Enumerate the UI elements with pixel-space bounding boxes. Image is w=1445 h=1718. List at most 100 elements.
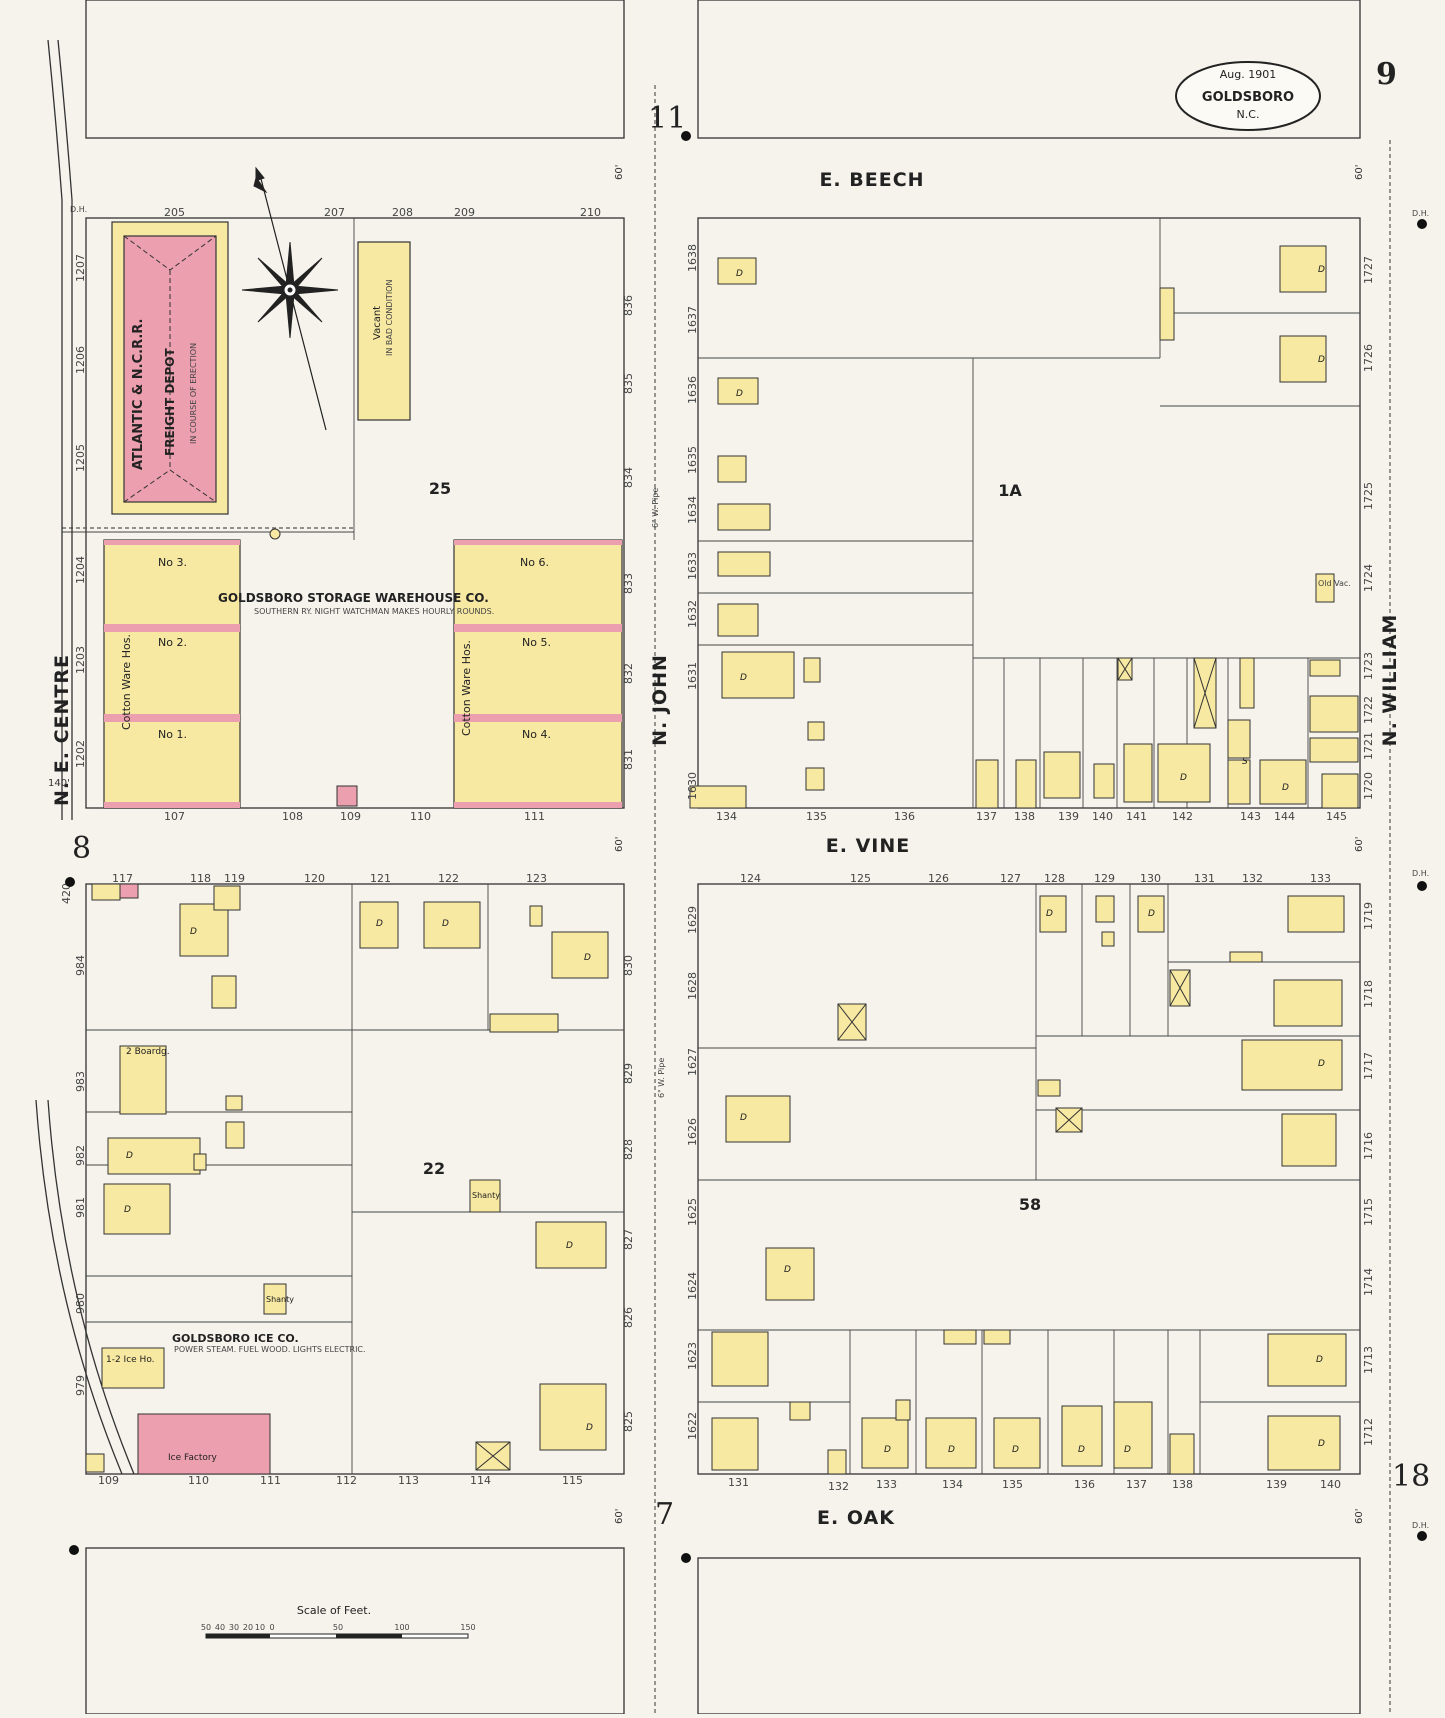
svg-text:210: 210 — [580, 206, 601, 219]
warehouse-no6 — [453, 539, 623, 629]
svg-text:D: D — [948, 1445, 955, 1455]
hydrant-label: D.H. — [1412, 869, 1429, 878]
svg-text:1720: 1720 — [1362, 772, 1375, 800]
svg-text:107: 107 — [164, 810, 185, 823]
svg-text:D: D — [124, 1205, 131, 1215]
svg-text:1628: 1628 — [686, 972, 699, 1000]
warehouse-no1 — [103, 717, 241, 809]
svg-text:208: 208 — [392, 206, 413, 219]
svg-text:142: 142 — [1172, 810, 1193, 823]
warehouse-no3 — [103, 539, 241, 629]
svg-text:1635: 1635 — [686, 446, 699, 474]
svg-text:829: 829 — [622, 1063, 635, 1084]
svg-text:982: 982 — [74, 1145, 87, 1166]
vacant-note-label: IN BAD CONDITION — [385, 280, 394, 356]
block-number-25: 25 — [429, 479, 451, 498]
svg-text:D: D — [126, 1151, 133, 1161]
svg-text:D: D — [190, 927, 197, 937]
svg-text:D: D — [1318, 1059, 1325, 1069]
svg-text:1713: 1713 — [1362, 1346, 1375, 1374]
svg-text:1638: 1638 — [686, 244, 699, 272]
svg-text:1624: 1624 — [686, 1272, 699, 1300]
svg-text:1723: 1723 — [1362, 652, 1375, 680]
svg-text:D: D — [740, 1113, 747, 1123]
street-e-vine: E. VINE — [826, 835, 910, 857]
svg-text:832: 832 — [622, 663, 635, 684]
svg-text:132: 132 — [1242, 872, 1263, 885]
svg-text:109: 109 — [98, 1474, 119, 1487]
street-width-label: 60' — [1354, 837, 1365, 852]
warehouse-note-label: SOUTHERN RY. NIGHT WATCHMAN MAKES HOURLY… — [254, 607, 494, 616]
street-width-label: 60' — [614, 1509, 625, 1524]
block-25-outline — [85, 217, 625, 809]
svg-text:110: 110 — [188, 1474, 209, 1487]
warehouse-no4-label: No 4. — [522, 728, 551, 741]
svg-text:1719: 1719 — [1362, 902, 1375, 930]
lot-lines — [62, 218, 1360, 1474]
svg-text:119: 119 — [224, 872, 245, 885]
svg-text:145: 145 — [1326, 810, 1347, 823]
block-number-22: 22 — [423, 1159, 445, 1178]
svg-text:1714: 1714 — [1362, 1268, 1375, 1296]
title-cartouche: Aug. 1901 GOLDSBORO N.C. — [1175, 61, 1321, 131]
block-1a-outline — [697, 217, 1361, 809]
hydrant-icon — [681, 131, 691, 141]
street-e-beech: E. BEECH — [819, 169, 924, 191]
compass-rose-icon — [241, 166, 339, 431]
dwelling-markers: D D D D D D D S D D D D D D D D D D D D … — [124, 265, 1325, 1455]
svg-text:138: 138 — [1014, 810, 1035, 823]
ice-factory-label: Ice Factory — [168, 1453, 218, 1463]
title-date: Aug. 1901 — [1220, 68, 1276, 81]
svg-text:1717: 1717 — [1362, 1052, 1375, 1080]
warehouse-no2 — [103, 627, 241, 719]
svg-text:133: 133 — [876, 1478, 897, 1491]
block-north-east-top — [697, 0, 1361, 139]
svg-text:0: 0 — [269, 1623, 274, 1632]
svg-text:112: 112 — [336, 1474, 357, 1487]
boarding-house-label: 2 Boardg. — [126, 1047, 170, 1057]
svg-text:113: 113 — [398, 1474, 419, 1487]
svg-text:129: 129 — [1094, 872, 1115, 885]
svg-text:826: 826 — [622, 1307, 635, 1328]
svg-text:1727: 1727 — [1362, 256, 1375, 284]
depot-note-label: IN COURSE OF ERECTION — [189, 343, 198, 444]
warehouse-no6-label: No 6. — [520, 556, 549, 569]
svg-text:135: 135 — [1002, 1478, 1023, 1491]
svg-text:1633: 1633 — [686, 552, 699, 580]
svg-text:D: D — [1012, 1445, 1019, 1455]
ice-company-label: GOLDSBORO ICE CO. — [172, 1332, 299, 1345]
hydrant-label: D.H. — [1412, 209, 1429, 218]
svg-text:1630: 1630 — [686, 772, 699, 800]
svg-text:115: 115 — [562, 1474, 583, 1487]
svg-text:109: 109 — [340, 810, 361, 823]
outbuildings-sheds — [475, 657, 1217, 1471]
svg-text:1712: 1712 — [1362, 1418, 1375, 1446]
svg-text:121: 121 — [370, 872, 391, 885]
hydrant-icon — [1417, 1531, 1427, 1541]
block-north-west-top — [85, 0, 625, 139]
block-number-58: 58 — [1019, 1195, 1041, 1214]
svg-text:20: 20 — [243, 1623, 253, 1632]
svg-text:1637: 1637 — [686, 306, 699, 334]
svg-text:420: 420 — [60, 883, 73, 904]
svg-text:108: 108 — [282, 810, 303, 823]
svg-text:D: D — [1318, 355, 1325, 365]
svg-text:1206: 1206 — [74, 346, 87, 374]
cotton-warehouses-label: Cotton Ware Hos. — [460, 640, 473, 736]
svg-text:131: 131 — [1194, 872, 1215, 885]
depot-name-label: FREIGHT DEPOT — [163, 347, 177, 456]
svg-text:40: 40 — [215, 1623, 225, 1632]
title-state: N.C. — [1237, 108, 1260, 121]
block-58-buildings — [711, 895, 1347, 1475]
svg-text:831: 831 — [622, 749, 635, 770]
svg-text:10: 10 — [255, 1623, 265, 1632]
svg-text:140: 140 — [1092, 810, 1113, 823]
svg-text:124: 124 — [740, 872, 761, 885]
warehouse-no2-label: No 2. — [158, 636, 187, 649]
water-pipe-label: 6" W. Pipe — [657, 1058, 666, 1098]
street-n-william: N. WILLIAM — [1379, 614, 1401, 747]
vacant-label: Vacant — [372, 306, 383, 340]
scale-title: Scale of Feet. — [297, 1604, 371, 1617]
sheet-number: 9 — [1376, 57, 1397, 92]
svg-text:835: 835 — [622, 373, 635, 394]
